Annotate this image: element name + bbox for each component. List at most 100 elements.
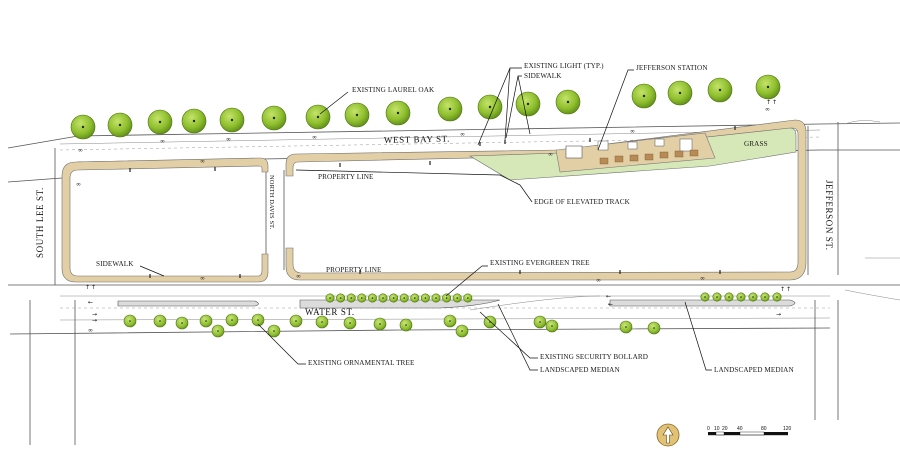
- ornamental-tree: [199, 314, 213, 328]
- median-left: [117, 300, 259, 307]
- street-label-jefferson: JEFFERSON ST.: [824, 180, 834, 251]
- laurel-oak-tree: [515, 91, 541, 117]
- evergreen-tree: [410, 293, 420, 303]
- scale-bar: 0 10 20 40 80 120: [707, 426, 792, 436]
- label-edge-of-elevated-track: EDGE OF ELEVATED TRACK: [534, 198, 631, 206]
- ornamental-tree: [251, 313, 265, 327]
- svg-text:→: →: [92, 311, 97, 318]
- ornamental-tree: [619, 320, 633, 334]
- evergreen-tree: [760, 292, 770, 302]
- svg-text:←: ←: [606, 293, 611, 300]
- svg-text:∞: ∞: [630, 128, 635, 135]
- scale-tick-4: 80: [761, 426, 767, 432]
- scale-tick-2: 20: [722, 426, 728, 432]
- laurel-oak-tree: [437, 96, 463, 122]
- street-label-west-bay: WEST BAY ST.: [384, 134, 450, 145]
- evergreen-tree: [442, 293, 452, 303]
- street-label-north-davis: NORTH DAVIS ST.: [268, 175, 275, 230]
- label-existing-security-bollard: EXISTING SECURITY BOLLARD: [540, 353, 648, 361]
- evergreen-tree: [389, 293, 399, 303]
- laurel-oak-tree: [667, 80, 693, 106]
- label-sidewalk-bottom: SIDEWALK: [96, 260, 134, 268]
- svg-text:↑: ↑: [786, 286, 791, 293]
- svg-text:←: ←: [88, 299, 93, 306]
- ornamental-trees: [123, 313, 661, 338]
- svg-text:∞: ∞: [596, 277, 601, 284]
- svg-text:∞: ∞: [312, 134, 317, 141]
- evergreen-tree: [748, 292, 758, 302]
- laurel-oak-tree: [385, 100, 411, 126]
- laurel-oak-tree: [707, 77, 733, 103]
- laurel-oak-tree: [147, 109, 173, 135]
- laurel-oak-tree: [344, 102, 370, 128]
- laurel-oak-tree: [70, 114, 96, 140]
- svg-text:↑: ↑: [772, 99, 777, 106]
- evergreen-tree: [772, 292, 782, 302]
- callouts: EXISTING LAUREL OAK EXISTING LIGHT (TYP.…: [96, 62, 794, 374]
- label-existing-laurel-oak: EXISTING LAUREL OAK: [352, 86, 435, 94]
- ornamental-tree: [343, 316, 357, 330]
- label-existing-evergreen-tree: EXISTING EVERGREEN TREE: [490, 259, 590, 267]
- evergreen-tree: [420, 293, 430, 303]
- label-landscaped-median-left: LANDSCAPED MEDIAN: [540, 366, 620, 374]
- svg-text:→: →: [92, 317, 97, 324]
- laurel-oak-tree: [755, 74, 781, 100]
- svg-text:∞: ∞: [88, 327, 93, 334]
- left-block-sidewalk: [61, 157, 269, 283]
- svg-text:∞: ∞: [76, 181, 81, 188]
- evergreen-tree: [367, 293, 377, 303]
- svg-text:∞: ∞: [200, 275, 205, 282]
- svg-text:∞: ∞: [226, 136, 231, 143]
- road-lines: [7, 120, 900, 445]
- svg-text:↑: ↑: [780, 286, 785, 293]
- bollard-markers: ∞∞∞ ∞∞∞ ∞∞∞ ∞∞∞ ∞∞∞: [76, 106, 770, 334]
- ornamental-tree: [267, 324, 281, 338]
- svg-text:→: →: [776, 311, 781, 318]
- ornamental-tree: [175, 316, 189, 330]
- ornamental-tree: [483, 315, 497, 329]
- laurel-oak-trees: [70, 74, 781, 140]
- evergreen-trees: [325, 292, 782, 303]
- ornamental-tree: [225, 313, 239, 327]
- traffic-arrows: ↑↑ ←→→ ↑↑ ↑↑ ←← →: [85, 99, 791, 324]
- evergreen-tree: [736, 292, 746, 302]
- evergreen-tree: [336, 293, 346, 303]
- site-blocks: [61, 119, 807, 283]
- ornamental-tree: [545, 319, 559, 333]
- svg-text:∞: ∞: [460, 131, 465, 138]
- ornamental-tree: [373, 317, 387, 331]
- ornamental-tree: [153, 314, 167, 328]
- svg-text:∞: ∞: [78, 147, 83, 154]
- ornamental-tree: [647, 321, 661, 335]
- evergreen-tree: [700, 292, 710, 302]
- laurel-oak-tree: [181, 108, 207, 134]
- label-existing-light: EXISTING LIGHT (TYP.): [524, 62, 604, 70]
- evergreen-tree: [325, 293, 335, 303]
- svg-text:∞: ∞: [548, 151, 553, 158]
- evergreen-tree: [399, 293, 409, 303]
- laurel-oak-tree: [261, 105, 287, 131]
- svg-text:∞: ∞: [160, 138, 165, 145]
- evergreen-tree: [346, 293, 356, 303]
- scale-tick-1: 10: [714, 426, 720, 432]
- north-arrow-icon: [656, 423, 680, 447]
- svg-text:∞: ∞: [296, 273, 301, 280]
- ornamental-tree: [315, 315, 329, 329]
- label-property-line-top: PROPERTY LINE: [318, 173, 374, 181]
- ornamental-tree: [211, 324, 225, 338]
- label-landscaped-median-right: LANDSCAPED MEDIAN: [714, 366, 794, 374]
- svg-text:∞: ∞: [200, 158, 205, 165]
- svg-text:∞: ∞: [765, 106, 770, 113]
- evergreen-tree: [452, 293, 462, 303]
- evergreen-tree: [463, 293, 473, 303]
- label-existing-ornamental-tree: EXISTING ORNAMENTAL TREE: [308, 359, 415, 367]
- ornamental-tree: [533, 315, 547, 329]
- svg-text:↑: ↑: [85, 284, 90, 291]
- median-right: [609, 299, 796, 307]
- evergreen-tree: [378, 293, 388, 303]
- label-sidewalk-top: SIDEWALK: [524, 72, 562, 80]
- evergreen-tree: [712, 292, 722, 302]
- evergreen-tree: [357, 293, 367, 303]
- label-property-line-bottom: PROPERTY LINE: [326, 266, 382, 274]
